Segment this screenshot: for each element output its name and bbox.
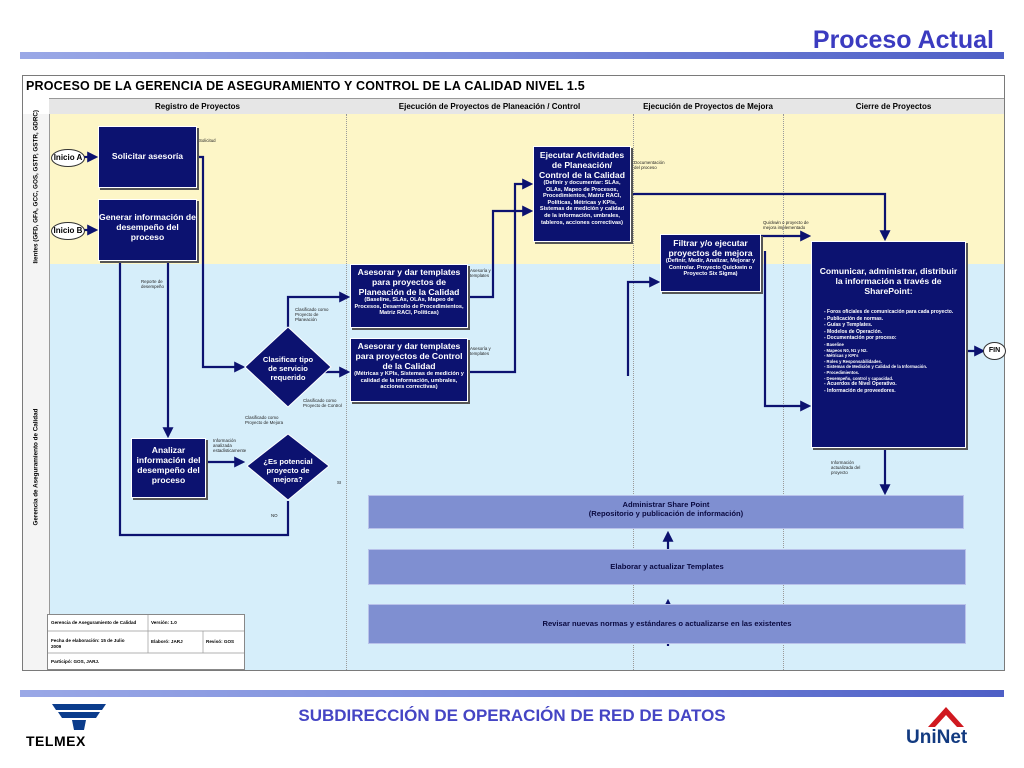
column-divider: [346, 114, 347, 670]
end-fin: FIN: [983, 342, 1006, 360]
sharepoint-list-item: - Foros oficiales de comunicación para c…: [824, 309, 954, 315]
lane-label-clientes: Clientes (GFD, GFA, GCC, GOS, GSTP, GSTR…: [23, 110, 50, 268]
note-quickwin: Quickwin o proyecto de mejora implementa…: [763, 220, 809, 231]
box-generar-informacion: Generar información de desempeño del pro…: [98, 199, 197, 261]
sharepoint-list: - Foros oficiales de comunicación para c…: [824, 309, 964, 394]
diagram-title: PROCESO DE LA GERENCIA DE ASEGURAMIENTO …: [26, 79, 585, 93]
note-reporte: Reporte de desempeño: [141, 279, 164, 290]
decision-potencial-shape: [246, 433, 330, 501]
sharepoint-list-item: - Publicación de normas.: [824, 315, 884, 322]
sharepoint-list-item: - Modelos de Operación.: [824, 328, 883, 335]
column-divider: [633, 114, 634, 670]
sharepoint-list-item: - Roles y Responsabilidades.: [824, 358, 882, 364]
note-solicitud: Solicitud: [199, 138, 216, 143]
sharepoint-list-item: - Desempeño, control y capacidad.: [824, 375, 894, 381]
document-info-table: Gerencia de Aseguramiento de Calidad Ver…: [47, 614, 245, 670]
sharepoint-list-item: - Métricas y KPI's: [824, 353, 859, 359]
decision-clasificar-shape: [244, 326, 332, 408]
note-clasificado-planeacion: Clasificado como Proyecto de Planeación: [295, 307, 329, 323]
note-documentacion: Documentación del proceso: [634, 160, 665, 171]
note-clasificado-mejora: Clasificado como Proyecto de Mejora: [245, 415, 284, 426]
note-info-analizada: Información analizada estadísticamente: [213, 438, 247, 454]
box-administrar-sharepoint: Administrar Share Point (Repositorio y p…: [368, 495, 964, 529]
box-elaborar-templates: Elaborar y actualizar Templates: [368, 549, 966, 585]
telmex-logo-text: TELMEX: [26, 733, 86, 749]
sharepoint-list-item: - Acuerdos de Nivel Operativo.: [824, 381, 897, 388]
note-clasificado-control: Clasificado como Proyecto de Control: [303, 398, 342, 409]
note-no: NO: [271, 513, 278, 518]
info-participo: Participó: GOS, JARJ.: [51, 659, 100, 664]
slide-title: Proceso Actual: [812, 26, 994, 54]
box-solicitar-asesoria: Solicitar asesoría: [98, 126, 197, 188]
decision-clasificar-label: Clasificar tipo de servicio requerido: [262, 355, 314, 382]
sharepoint-list-item: - Información de proveedores.: [824, 387, 896, 394]
top-divider: [20, 52, 1004, 59]
info-version: Versión: 1.0: [151, 620, 177, 625]
uninet-logo-text: UniNet: [906, 727, 968, 748]
box-filtrar-proyectos: Filtrar y/o ejecutar proyectos de mejora…: [660, 234, 761, 292]
telmex-logo-icon: [52, 704, 106, 730]
box-asesorar-planeacion: Asesorar y dar templates para proyectos …: [350, 264, 468, 328]
footer-department: SUBDIRECCIÓN DE OPERACIÓN DE RED DE DATO…: [298, 706, 726, 725]
flow-arrows: [81, 151, 986, 646]
start-a: Inicio A: [51, 149, 85, 167]
info-table-grid: [48, 615, 244, 654]
uninet-logo-icon: [928, 707, 964, 727]
info-fecha: Fecha de elaboración: 15 de Julio 2009: [51, 638, 125, 649]
note-asesoria-control: Asesoría y templates: [470, 346, 491, 357]
box-revisar-normas: Revisar nuevas normas y estándares o act…: [368, 604, 966, 644]
start-b: Inicio B: [51, 222, 85, 240]
info-elaboro: Elaboró: JARJ: [151, 639, 183, 644]
note-asesoria: Asesoría y templates: [470, 268, 491, 279]
process-diagram: PROCESO DE LA GERENCIA DE ASEGURAMIENTO …: [22, 75, 1006, 671]
bottom-divider: [20, 690, 1004, 697]
box-asesorar-control: Asesorar y dar templates para proyectos …: [350, 338, 468, 402]
sharepoint-list-item: - Sistemas de Medición y Calidad de la I…: [824, 364, 928, 370]
sharepoint-list-item: - Procedimientos.: [824, 369, 860, 375]
sharepoint-list-item: - Mapeos N0, N1 y N2.: [824, 347, 868, 353]
sharepoint-list-item: - Baseline: [824, 341, 844, 347]
box-analizar-informacion: Analizar información del desempeño del p…: [131, 438, 206, 498]
sharepoint-list-item: - Guías y Templates.: [824, 322, 873, 329]
note-info-actualizada: Información actualizada del proyecto: [831, 460, 861, 476]
lane-label-gerencia: Gerencia de Aseguramiento de Calidad: [23, 264, 50, 670]
info-owner: Gerencia de Aseguramiento de Calidad: [51, 620, 137, 625]
box-ejecutar-actividades: Ejecutar Actividades de Planeación/ Cont…: [533, 146, 631, 242]
box-comunicar-sharepoint: Comunicar, administrar, distribuir la in…: [811, 241, 966, 448]
decision-potencial-label: ¿Es potencial proyecto de mejora?: [263, 457, 313, 484]
column-divider: [783, 114, 784, 670]
sharepoint-list-item: - Documentación por proceso:: [824, 335, 897, 342]
info-reviso: Revisó: GOS: [206, 639, 235, 644]
note-si: SI: [337, 480, 342, 485]
